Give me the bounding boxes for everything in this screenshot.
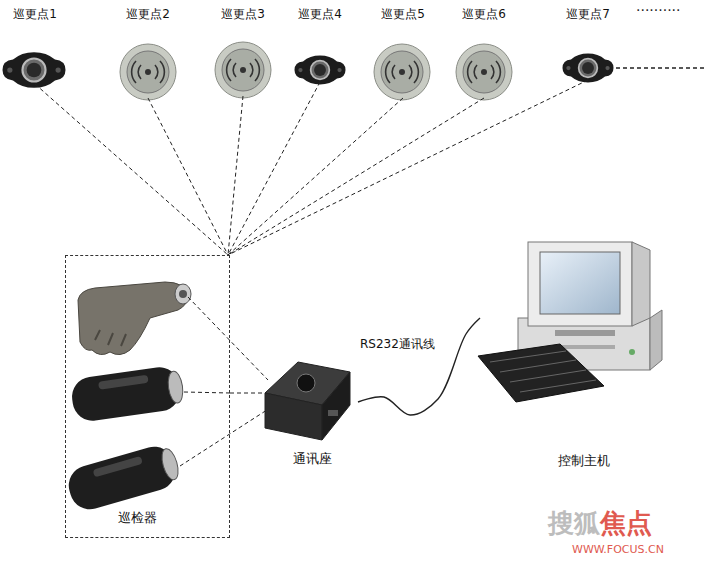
patrol-point: 巡更点3 (211, 6, 275, 96)
watermark: WWW.FOCUS.CN (572, 543, 664, 556)
node-label: 通讯座 (262, 450, 362, 467)
link-line (228, 82, 320, 255)
icon-space (479, 22, 489, 98)
edge-label: RS232通讯线 (358, 336, 437, 353)
link-line (35, 84, 228, 255)
reader-icon (3, 52, 66, 88)
icon-space (398, 22, 408, 98)
patrol-device (64, 441, 183, 514)
link-line (228, 98, 403, 255)
watermark: 焦点 (600, 506, 652, 541)
node-label: 巡更点6 (462, 6, 506, 22)
reader-icon (374, 44, 430, 100)
patrol-device (78, 282, 191, 355)
patrol-point: 巡更点4 (288, 6, 352, 82)
reader-icon (295, 56, 346, 85)
continuation-dots: ·········· (636, 2, 681, 18)
device-link (188, 297, 268, 380)
rs232-cable (358, 318, 480, 415)
icon-space (480, 238, 688, 452)
patrol-point: 巡更点6 (452, 6, 516, 98)
icon-space (583, 22, 593, 80)
icon-space (262, 355, 362, 450)
reader-icon (563, 54, 614, 83)
patrol-point: 巡更点2 (116, 6, 180, 98)
reader-icon (120, 44, 176, 100)
patrol-point: 巡更点5 (371, 6, 435, 98)
device-link (184, 392, 230, 393)
comm-base-icon (265, 362, 350, 440)
link-line (228, 98, 484, 255)
node-label: 巡更点3 (221, 6, 265, 22)
node-label: 巡更点1 (13, 6, 57, 22)
patrol-point: 巡更点7 (556, 6, 620, 80)
link-line (230, 393, 262, 394)
node-label: 巡检器 (118, 509, 157, 527)
node-label: 巡更点2 (126, 6, 170, 22)
device-link (180, 408, 270, 466)
patrol-point: 巡更点1 (3, 6, 67, 84)
reader-icon (456, 44, 512, 100)
icon-space (30, 22, 40, 84)
icon-space (315, 22, 325, 82)
watermark: 搜狐 (548, 506, 600, 541)
reader-icon (215, 42, 271, 98)
continuation-line (616, 67, 706, 69)
link-line (148, 98, 228, 255)
device-group: 巡检器 (65, 255, 230, 538)
node-label: 巡更点4 (298, 6, 342, 22)
node-label: 巡更点7 (566, 6, 610, 22)
computer-icon (478, 242, 662, 402)
icon-space (143, 22, 153, 98)
device-box: 控制主机 (480, 238, 688, 469)
icon-space (238, 22, 248, 96)
node-label: 控制主机 (480, 452, 688, 469)
patrol-device (69, 364, 185, 423)
link-line (228, 80, 588, 255)
device-box: 通讯座 (262, 355, 362, 467)
node-label: 巡更点5 (381, 6, 425, 22)
